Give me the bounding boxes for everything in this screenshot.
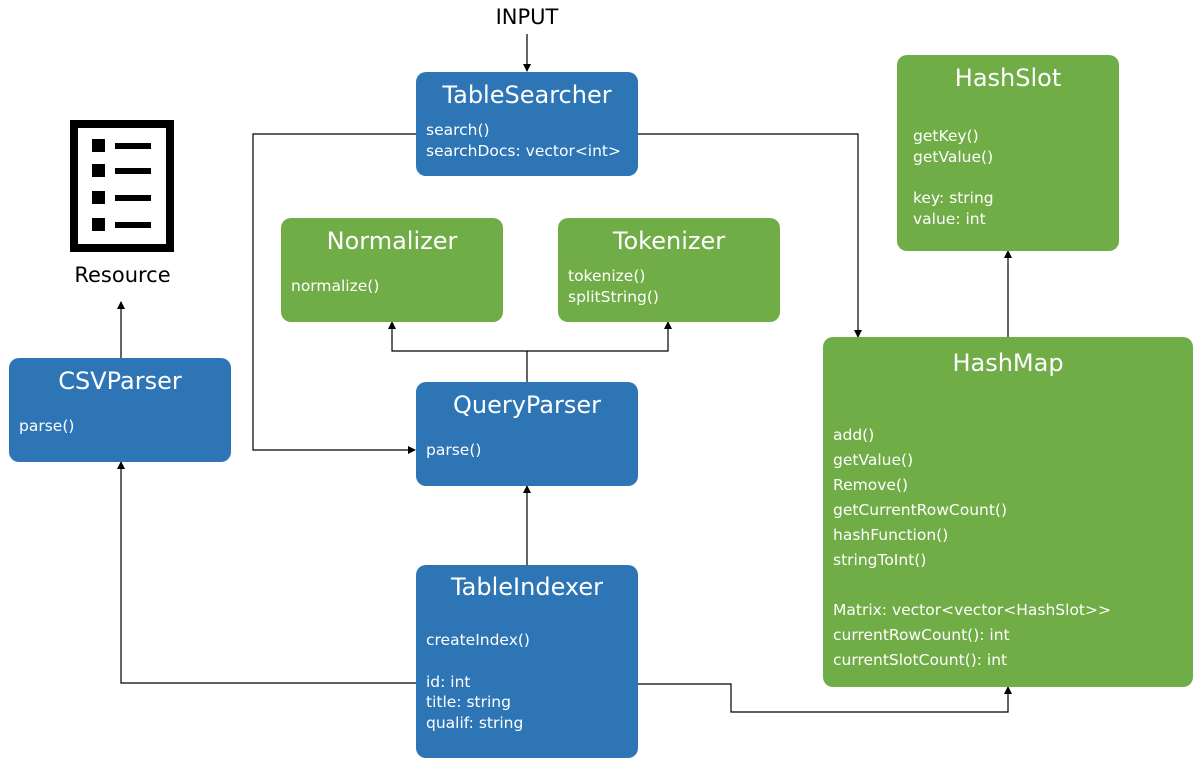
tokenizer-box: Tokenizer tokenize() splitString() [558, 218, 780, 322]
table-indexer-field: title: string [426, 693, 511, 711]
hash-map-method: stringToInt() [833, 551, 927, 569]
query-parser-title: QueryParser [452, 391, 602, 419]
queryparser-to-tokenizer-arrow [527, 321, 672, 352]
hash-map-field: Matrix: vector<vector<HashSlot>> [833, 601, 1111, 619]
csv-parser-box: CSVParser parse() [9, 358, 231, 462]
table-searcher-title: TableSearcher [442, 81, 612, 109]
indexer-to-csvparser-arrow [117, 461, 416, 684]
query-parser-box: QueryParser parse() [416, 382, 638, 486]
csv-parser-title: CSVParser [58, 367, 182, 395]
input-label: INPUT [495, 5, 559, 29]
tokenizer-method: tokenize() [568, 267, 646, 285]
tokenizer-method: splitString() [568, 287, 659, 306]
hash-slot-method: getValue() [913, 147, 994, 166]
hash-map-method: add() [833, 426, 875, 444]
table-searcher-method: search() [426, 121, 490, 139]
table-searcher-method: searchDocs: vector<int> [426, 141, 621, 160]
query-parser-method: parse() [426, 441, 482, 459]
table-indexer-method: createIndex() [426, 631, 530, 649]
hash-map-field: currentSlotCount(): int [833, 651, 1008, 669]
normalizer-title: Normalizer [326, 227, 458, 255]
table-indexer-field: id: int [426, 672, 471, 691]
resource-label: Resource [74, 263, 171, 287]
hash-slot-field: key: string [913, 189, 994, 207]
hash-map-method: Remove() [833, 476, 908, 494]
table-searcher-box: TableSearcher search() searchDocs: vecto… [416, 72, 638, 176]
hash-slot-field: value: int [913, 209, 986, 228]
normalizer-box: Normalizer normalize() [281, 218, 503, 322]
normalizer-method: normalize() [291, 277, 380, 295]
hash-map-method: getCurrentRowCount() [833, 501, 1008, 519]
queryparser-to-normalizer-arrow [388, 321, 527, 352]
searcher-to-queryparser-arrow [252, 133, 416, 454]
hash-map-title: HashMap [952, 349, 1064, 377]
hash-slot-title: HashSlot [954, 64, 1062, 92]
hash-slot-method: getKey() [913, 127, 979, 145]
hash-map-box: HashMap add() getValue() Remove() getCur… [823, 337, 1193, 687]
hash-slot-box: HashSlot getKey() getValue() key: string… [897, 55, 1119, 251]
hash-map-field: currentRowCount(): int [833, 626, 1010, 644]
document-list-icon [70, 120, 174, 252]
indexer-to-hashmap-arrow [638, 683, 1012, 713]
table-indexer-title: TableIndexer [450, 573, 604, 601]
searcher-to-hashmap-arrow [638, 133, 862, 338]
table-indexer-box: TableIndexer createIndex() id: int title… [416, 565, 638, 758]
hash-map-method: getValue() [833, 451, 914, 469]
hash-map-method: hashFunction() [833, 526, 949, 544]
resource-node: Resource [60, 120, 185, 292]
table-indexer-field: qualif: string [426, 713, 524, 732]
tokenizer-title: Tokenizer [612, 227, 726, 255]
csv-parser-method: parse() [19, 417, 75, 435]
